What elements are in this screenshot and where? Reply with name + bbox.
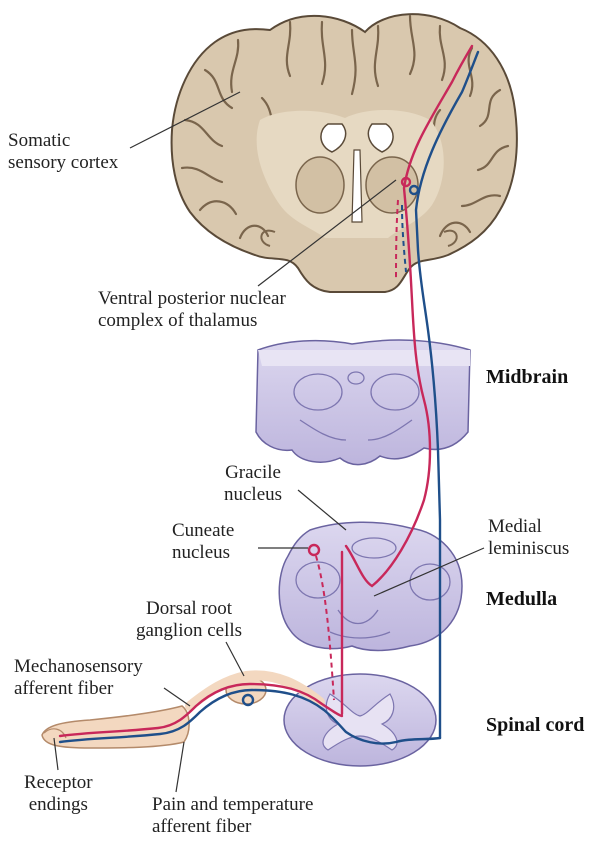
label-thalamus-line2: complex of thalamus — [98, 310, 286, 332]
third-ventricle — [352, 150, 362, 222]
label-mechano-line2: afferent fiber — [14, 678, 143, 700]
label-receptor-line2: endings — [24, 794, 93, 816]
label-ventral-posterior-thalamus: Ventral posterior nuclear complex of tha… — [98, 288, 286, 332]
label-medial-line1: Medial — [488, 516, 569, 538]
label-somatic-line2: sensory cortex — [8, 152, 118, 174]
label-pain-temperature-fiber: Pain and temperature afferent fiber — [152, 794, 313, 838]
label-somatic-line1: Somatic — [8, 130, 118, 152]
label-drg-line1: Dorsal root — [136, 598, 242, 620]
label-receptor-endings: Receptor endings — [24, 772, 93, 816]
region-medulla: Medulla — [486, 588, 557, 611]
leader-mechanosensory — [164, 688, 190, 706]
label-gracile-line2: nucleus — [224, 484, 282, 506]
label-cuneate-line2: nucleus — [172, 542, 234, 564]
label-cuneate-line1: Cuneate — [172, 520, 234, 542]
region-midbrain: Midbrain — [486, 366, 568, 389]
label-medial-line2: leminiscus — [488, 538, 569, 560]
label-gracile-nucleus: Gracile nucleus — [224, 462, 282, 506]
label-drg-line2: ganglion cells — [136, 620, 242, 642]
label-gracile-line1: Gracile — [224, 462, 282, 484]
label-cuneate-nucleus: Cuneate nucleus — [172, 520, 234, 564]
leader-gracile — [298, 490, 346, 530]
region-spinal-cord: Spinal cord — [486, 714, 584, 737]
leader-drg — [226, 642, 244, 676]
label-medial-lemniscus: Medial leminiscus — [488, 516, 569, 560]
label-pain-line1: Pain and temperature — [152, 794, 313, 816]
label-receptor-line1: Receptor — [24, 772, 93, 794]
label-pain-line2: afferent fiber — [152, 816, 313, 838]
label-mechanosensory-fiber: Mechanosensory afferent fiber — [14, 656, 143, 700]
label-mechano-line1: Mechanosensory — [14, 656, 143, 678]
label-somatic-sensory-cortex: Somatic sensory cortex — [8, 130, 118, 174]
label-dorsal-root-ganglion: Dorsal root ganglion cells — [136, 598, 242, 642]
leader-pain-temp — [176, 742, 184, 792]
label-thalamus-line1: Ventral posterior nuclear — [98, 288, 286, 310]
